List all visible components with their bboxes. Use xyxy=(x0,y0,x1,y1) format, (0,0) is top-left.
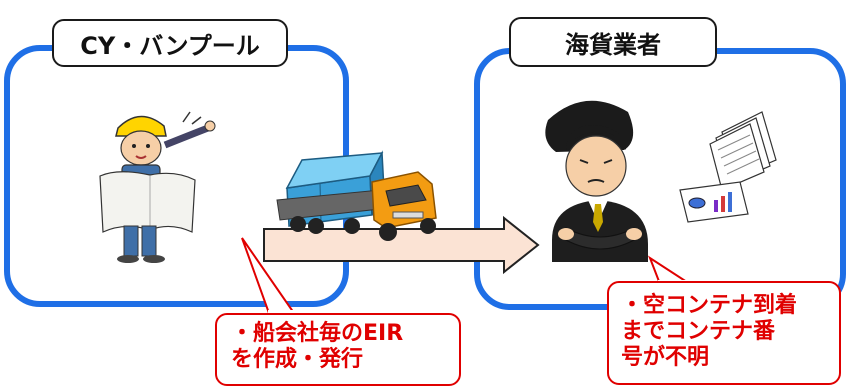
cy-vanpool-title: CY・バンプール xyxy=(52,19,288,67)
businessman-icon xyxy=(545,100,648,262)
container-note-line-3: 号が不明 xyxy=(621,345,710,370)
truck-icon xyxy=(276,150,437,241)
chart-card-icon xyxy=(679,181,749,223)
container-note-line-2: までコンテナ番 xyxy=(621,319,776,344)
forwarder-title: 海貨業者 xyxy=(509,17,717,67)
eir-issue-line-1: ・船会社毎のEIR xyxy=(231,321,404,346)
worker-icon xyxy=(99,111,216,263)
flow-arrow-icon xyxy=(263,215,540,275)
container-number-unknown-note: ・空コンテナ到着 までコンテナ番 号が不明 xyxy=(607,281,841,385)
container-note-line-1: ・空コンテナ到着 xyxy=(621,293,798,318)
eir-issue-line-2: を作成・発行 xyxy=(231,347,364,372)
eir-issue-note: ・船会社毎のEIR を作成・発行 xyxy=(215,313,461,386)
documents-icon xyxy=(709,111,777,191)
